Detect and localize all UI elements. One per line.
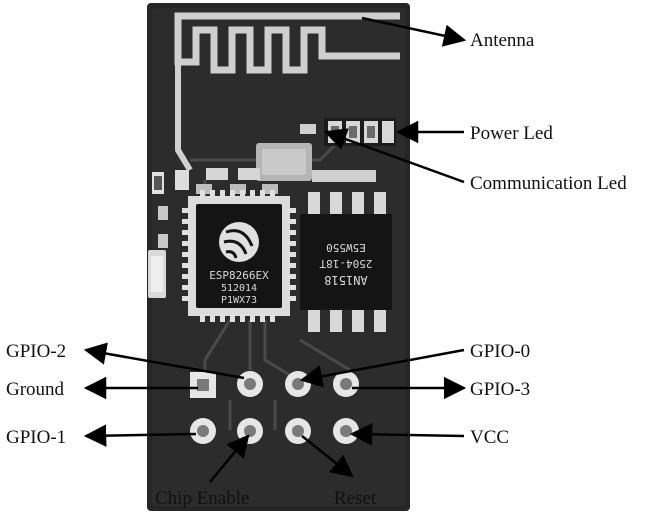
label-chip-enable: Chip Enable (155, 488, 249, 509)
chip-pin (182, 263, 190, 268)
status-leds (324, 118, 396, 146)
label-reset: Reset (334, 488, 377, 509)
chip-pin (200, 190, 205, 198)
chip-pin (182, 219, 190, 224)
chip-pin (182, 296, 190, 301)
chip-pin (288, 285, 296, 290)
side-component (148, 250, 166, 298)
chip-pin (288, 230, 296, 235)
chip-pin (260, 190, 265, 198)
chip-pin (288, 296, 296, 301)
chip-pin (250, 190, 255, 198)
antenna-pad (300, 124, 316, 134)
chip-pin (288, 263, 296, 268)
chip-pin (182, 274, 190, 279)
chip-pin (182, 208, 190, 213)
label-gpio2: GPIO-2 (6, 341, 66, 362)
label-gpio0: GPIO-0 (470, 341, 530, 362)
flash-chip-line-2: 2504-18T (319, 257, 372, 270)
chip-pin (288, 219, 296, 224)
chip-pin (250, 314, 255, 322)
chip-pin (270, 190, 275, 198)
chip-pin (200, 314, 205, 322)
label-gpio3: GPIO-3 (470, 379, 530, 400)
mcu-chip-line-2: 512014 (221, 283, 257, 294)
chip-pin (182, 285, 190, 290)
chip-pin (288, 252, 296, 257)
chip-pin (230, 314, 235, 322)
label-communication-led: Communication Led (470, 173, 627, 194)
chip-pin (288, 208, 296, 213)
chip-pin (210, 190, 215, 198)
chip-pin (240, 314, 245, 322)
label-ground: Ground (6, 379, 65, 400)
chip-pin (220, 314, 225, 322)
chip-pin (230, 190, 235, 198)
chip-pin (288, 274, 296, 279)
chip-pin (182, 230, 190, 235)
mcu-chip-line-3: P1WX73 (221, 295, 257, 306)
crystal (256, 143, 312, 181)
chip-pin (210, 314, 215, 322)
flash-chip-line-1: AN1518 (324, 273, 367, 287)
label-power-led: Power Led (470, 123, 553, 144)
mcu-chip-line-1: ESP8266EX (209, 269, 269, 282)
chip-pin (220, 190, 225, 198)
chip-pin (182, 252, 190, 257)
flash-chip-line-3: E5W550 (326, 241, 366, 254)
espressif-logo (219, 222, 259, 262)
chip-pin (240, 190, 245, 198)
chip-pin (288, 241, 296, 246)
chip-pin (260, 314, 265, 322)
label-gpio1: GPIO-1 (6, 427, 66, 448)
chip-pin (182, 241, 190, 246)
esp8266ex-chip: ESP8266EX 512014 P1WX73 (182, 190, 296, 322)
label-vcc: VCC (470, 427, 509, 448)
chip-pin (270, 314, 275, 322)
label-antenna: Antenna (470, 30, 535, 51)
